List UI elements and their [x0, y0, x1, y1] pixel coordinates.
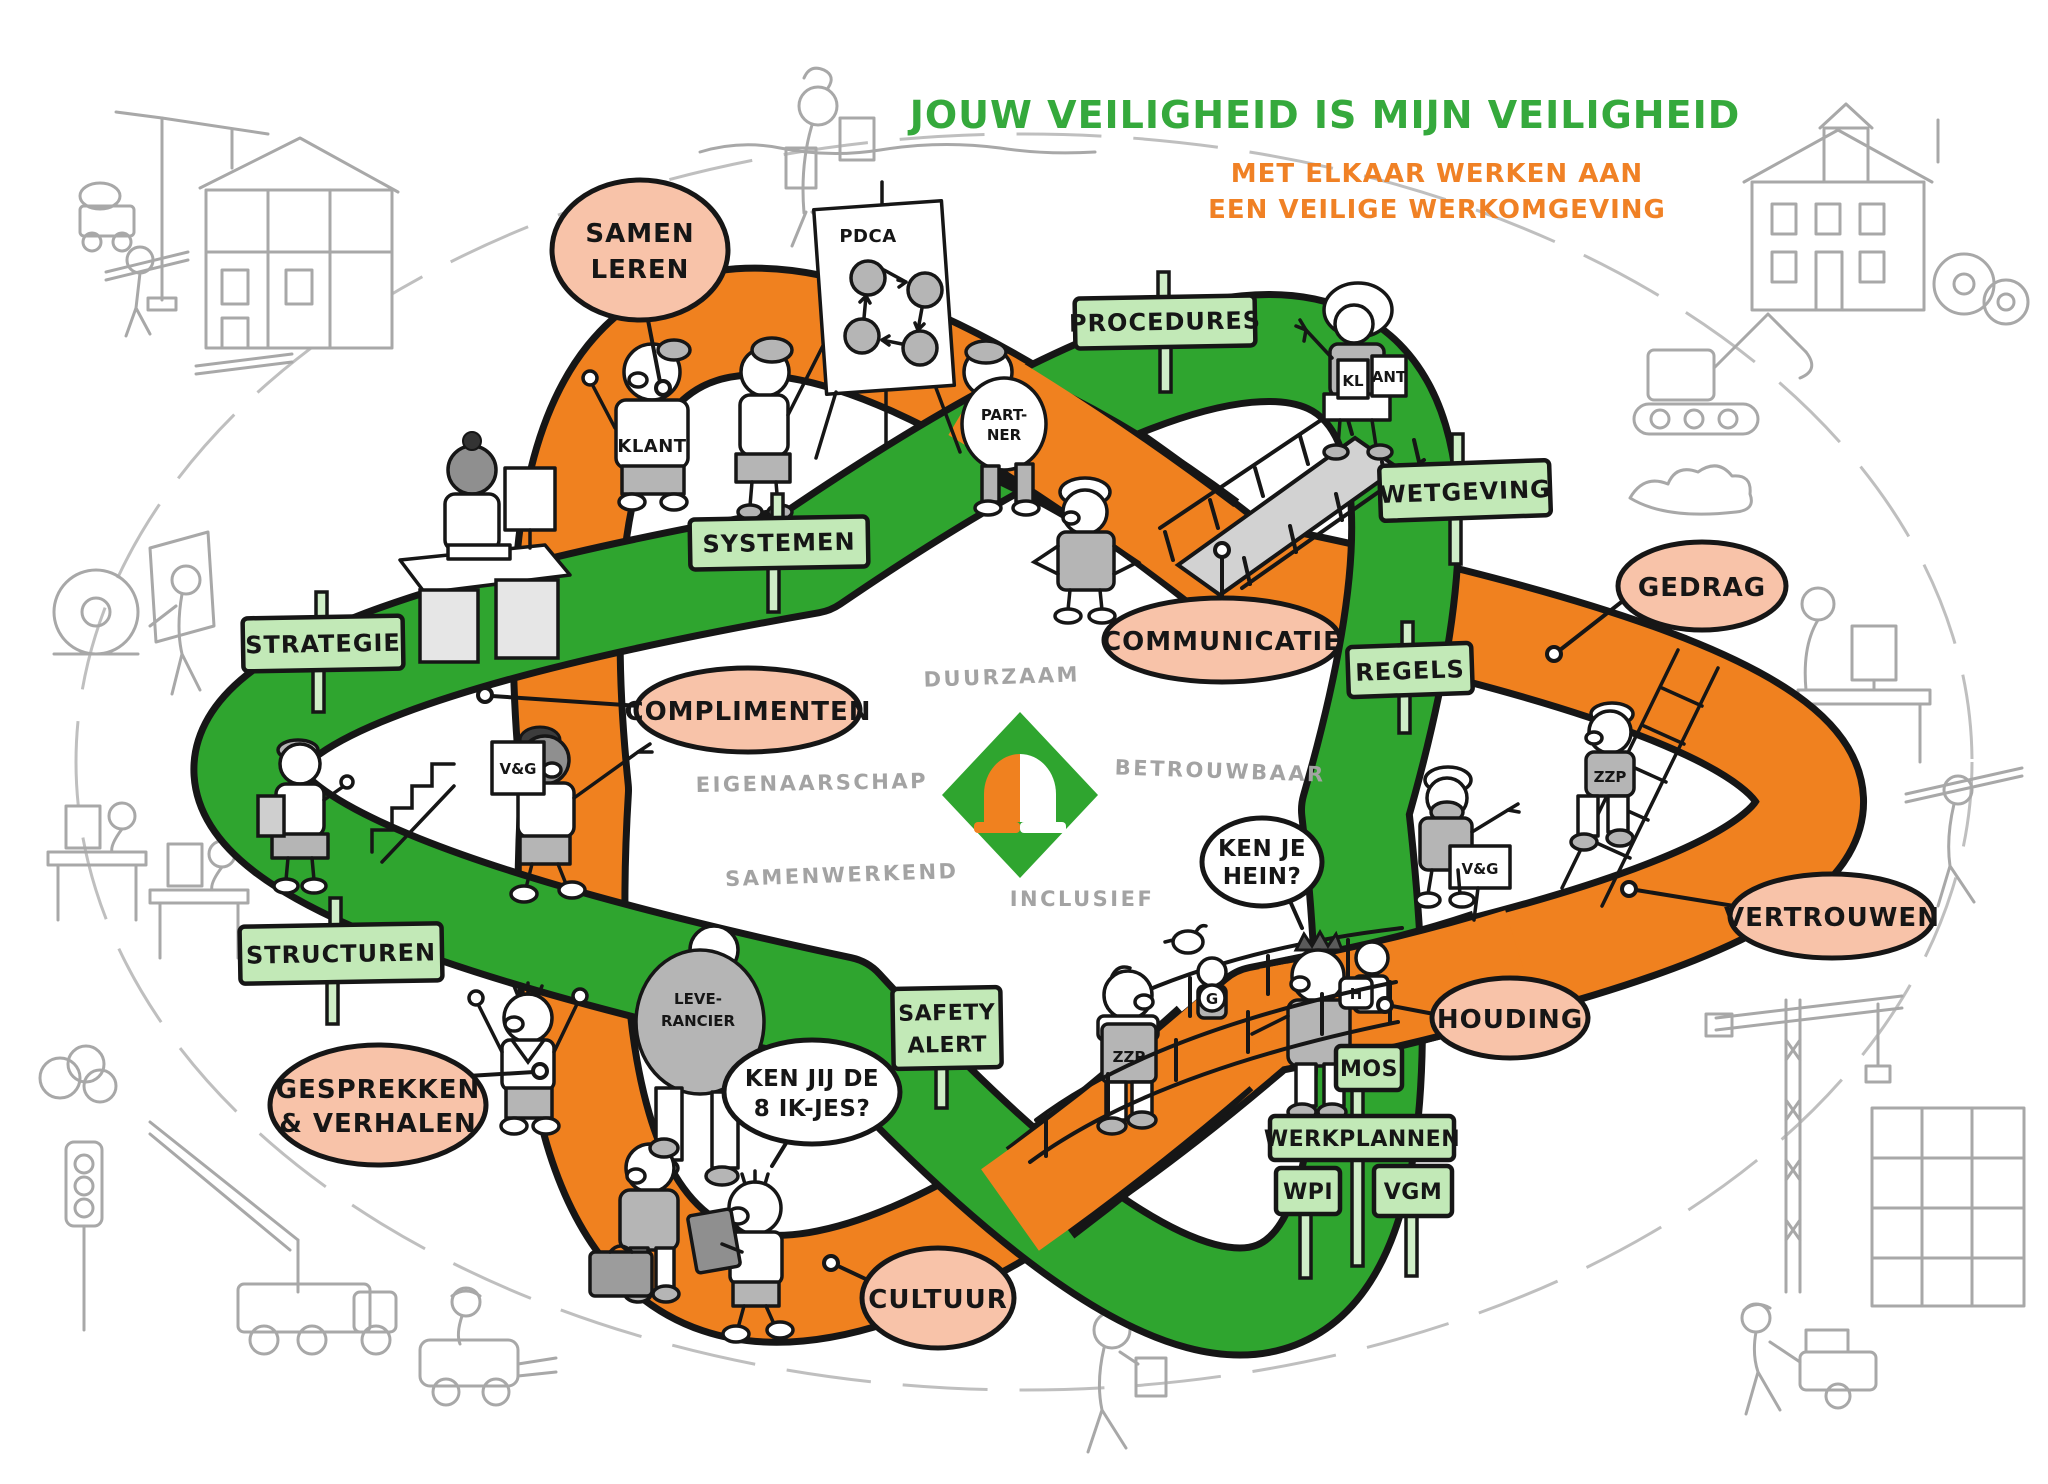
callout-samen-leren-line2: LEREN [591, 255, 690, 285]
callout-vertrouwen-label: VERTROUWEN [1724, 903, 1940, 933]
callout-cultuur-label: CULTUUR [868, 1285, 1007, 1315]
callout-complimenten: COMPLIMENTEN [476, 665, 871, 755]
callout-houding-label: HOUDING [1437, 1005, 1583, 1035]
sign-systemen: SYSTEMEN [687, 492, 871, 614]
zzp-ladder-shirt-label: ZZP [1594, 768, 1627, 786]
sign-procedures: PROCEDURES [1069, 270, 1262, 394]
callout-samen-leren: SAMEN LEREN [549, 177, 731, 397]
sign-wpi-label: WPI [1283, 1180, 1333, 1205]
sign-vgm-label: VGM [1384, 1180, 1442, 1205]
value-duurzaam: DUURZAAM [923, 662, 1080, 691]
poster-title: JOUW VEILIGHEID IS MIJN VEILIGHEID [907, 93, 1741, 137]
figure-klant-woman: KL ANT [1294, 281, 1408, 461]
sketch-cable-spool-left [52, 530, 216, 696]
g-badge-label: G [1206, 990, 1218, 1008]
bridge-railing-front [1028, 980, 1400, 1164]
klant-shirt-label: KLANT [617, 436, 686, 457]
figure-ladder-zzp-climber: ZZP [1560, 648, 1720, 908]
speech-ken-je-hein: KEN JE HEIN? [1199, 815, 1325, 930]
value-eigenaarschap: EIGENAARSCHAP [696, 769, 929, 797]
sign-wetgeving: WETGEVING [1377, 432, 1554, 566]
sign-werkplannen-label: WERKPLANNEN [1264, 1127, 1460, 1152]
partner-shirt-line1: PART- [981, 406, 1027, 424]
partner-shirt-line2: NER [987, 426, 1022, 444]
pdca-flipchart: PDCA [811, 180, 962, 460]
sign-mos-label: MOS [1340, 1057, 1398, 1082]
callout-vertrouwen: VERTROUWEN [1620, 871, 1940, 961]
leverancier-back-line2: RANCIER [661, 1012, 736, 1030]
figure-partner-man: PART- NER [960, 339, 1048, 517]
callout-gedrag: GEDRAG [1545, 539, 1789, 663]
sketch-excavator-right [1628, 252, 2030, 516]
callout-gedrag-label: GEDRAG [1638, 573, 1766, 603]
callout-gesprekken-line2: & VERHALEN [279, 1109, 477, 1139]
sketch-toolbox-cart-worker-bottom-right [1740, 1302, 1878, 1416]
sketch-walking-person-bottom [1086, 1310, 1168, 1454]
speech-ken-jij-line1: KEN JIJ DE [745, 1066, 879, 1092]
vg-paper-label: V&G [499, 760, 536, 778]
sketch-construction-site-bottom-right [1704, 994, 2026, 1308]
helmet-logo [942, 712, 1098, 878]
value-inclusief: INCLUSIEF [1010, 887, 1155, 911]
callout-gesprekken: GESPREKKEN & VERHALEN [267, 1042, 549, 1168]
speech-ken-je-hein-line2: HEIN? [1223, 864, 1302, 890]
sketch-board-carrier-right [1904, 766, 2024, 908]
callout-cultuur: CULTUUR [822, 1245, 1017, 1351]
journey-loop-line [74, 132, 1974, 1392]
callout-communicatie: COMMUNICATIE [1101, 541, 1343, 685]
leverancier-back-line1: LEVE- [674, 990, 722, 1008]
speech-ken-jij-de-8-ikjes: KEN JIJ DE 8 IK-JES? [721, 1037, 903, 1168]
sign-safety-alert: SAFETY ALERT [890, 984, 1004, 1110]
figure-book-woman [256, 738, 355, 895]
sign-safety-alert-line1: SAFETY [898, 1000, 996, 1027]
callout-samen-leren-line1: SAMEN [585, 219, 694, 249]
poster-subtitle-line2: EEN VEILIGE WERKOMGEVING [1208, 195, 1666, 225]
value-betrouwbaar: BETROUWBAAR [1114, 755, 1326, 786]
figure-pointing-man-vg: V&G [490, 725, 654, 904]
speech-ken-jij-line2: 8 IK-JES? [754, 1096, 871, 1122]
stairs-sketch-mid-left [370, 762, 456, 864]
callout-communicatie-label: COMMUNICATIE [1102, 627, 1342, 657]
poster-subtitle-line1: MET ELKAAR WERKEN AAN [1231, 159, 1643, 189]
sign-procedures-label: PROCEDURES [1069, 306, 1262, 337]
poster-header: JOUW VEILIGHEID IS MIJN VEILIGHEID MET E… [907, 93, 1741, 225]
sign-strategie: STRATEGIE [240, 590, 406, 714]
figure-clipboard-kid [686, 1169, 795, 1344]
sign-regels-label: REGELS [1355, 655, 1465, 687]
sign-strategie-label: STRATEGIE [245, 629, 401, 660]
figure-vg-sign-worker: V&G [1414, 765, 1521, 922]
figure-hein-group: G H [1163, 923, 1390, 1122]
sign-structuren-label: STRUCTUREN [246, 938, 437, 969]
figure-leverancier-man: LEVE- RANCIER [634, 924, 766, 1187]
callout-complimenten-label: COMPLIMENTEN [624, 697, 871, 727]
sign-cluster-werkplannen: MOS WERKPLANNEN WPI VGM [1264, 1043, 1460, 1280]
sign-regels: REGELS [1345, 620, 1475, 735]
sketch-mansion-top-right [1742, 102, 1940, 312]
sign-structuren: STRUCTUREN [237, 896, 445, 1026]
pdca-label: PDCA [839, 226, 896, 247]
sign-wetgeving-label: WETGEVING [1379, 475, 1551, 509]
sketch-cart-driver-bottom-left [418, 1286, 558, 1407]
figure-briefcase-man [588, 1137, 681, 1304]
value-samenwerkend: SAMENWERKEND [725, 859, 959, 891]
sketch-desk-worker-right [1796, 586, 1932, 764]
callout-houding: HOUDING [1376, 975, 1591, 1061]
vg-sign-label: V&G [1461, 860, 1498, 878]
speech-ken-je-hein-line1: KEN JE [1218, 836, 1306, 862]
sign-systemen-label: SYSTEMEN [702, 528, 856, 559]
figure-cheering-man [467, 981, 589, 1136]
figure-builder-hands-on-hips [1030, 476, 1142, 625]
sketch-traffic-light-and-crane-bottom-left [38, 1044, 398, 1356]
sketch-construction-site-top-left [78, 110, 400, 376]
paper-ant-label: ANT [1372, 368, 1407, 386]
callout-gesprekken-line1: GESPREKKEN [276, 1075, 480, 1105]
figure-woman-at-desk [398, 431, 572, 664]
sign-safety-alert-line2: ALERT [907, 1032, 987, 1058]
paper-kl-label: KL [1342, 372, 1364, 390]
figure-teacher-woman [734, 306, 844, 521]
